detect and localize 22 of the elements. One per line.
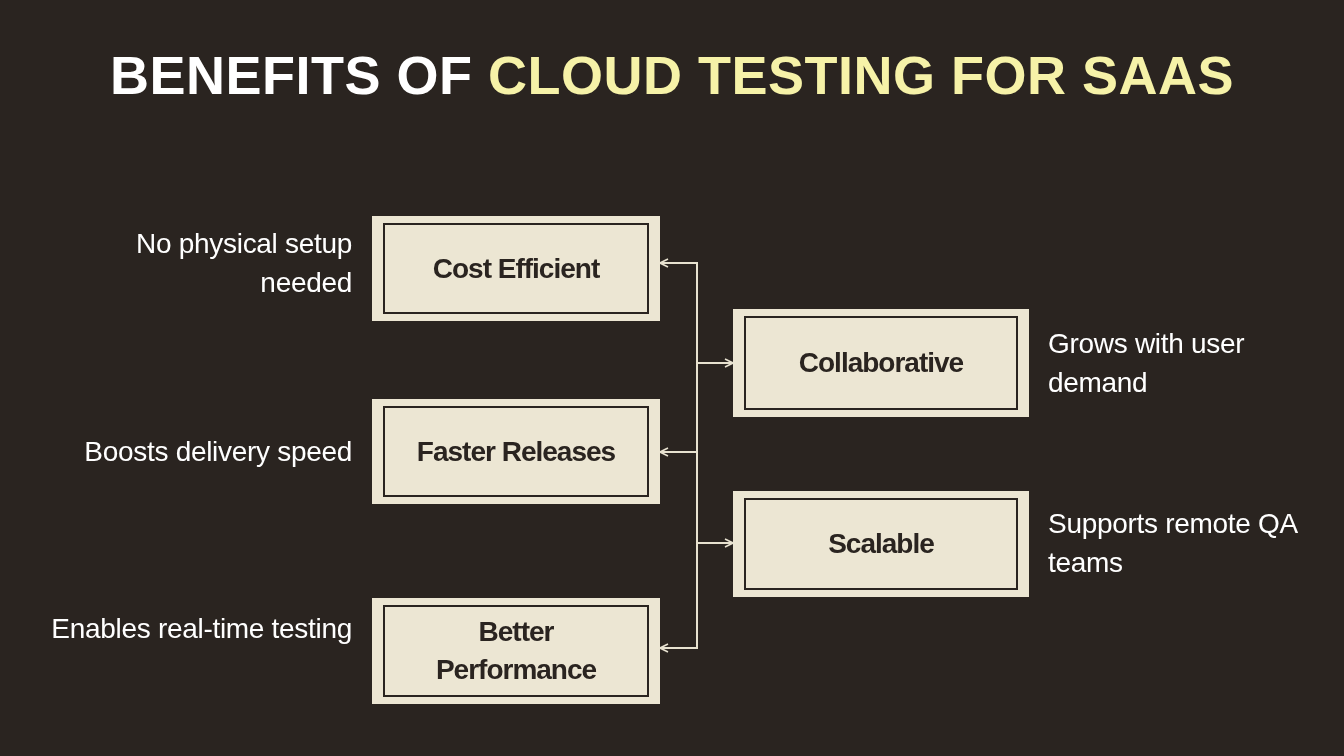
title: BENEFITS OF CLOUD TESTING FOR SAAS [108,44,1236,106]
process-box [372,598,660,704]
box-label: Faster Releases [416,434,616,469]
process-box [372,216,660,321]
process-box [733,309,1029,417]
connector-line [696,261,698,650]
description-text: Boosts delivery speed [84,435,352,469]
box-label: Cost Efficient [432,251,600,286]
box-label: Collaborative [798,346,964,380]
process-box [733,491,1029,597]
arrow [659,643,698,653]
arrow [659,447,698,457]
description-text: Grows with user demand [1048,327,1246,400]
arrow [659,258,698,268]
description-text: Supports remote QA teams [1048,507,1298,580]
description-text: No physical setup needed [135,227,352,300]
arrow [696,538,734,548]
description-text: Enables real-time testing [51,612,352,646]
process-box [372,399,660,504]
arrow [696,358,734,368]
box-label: Better Performance [434,615,598,687]
box-label: Scalable [828,527,934,561]
